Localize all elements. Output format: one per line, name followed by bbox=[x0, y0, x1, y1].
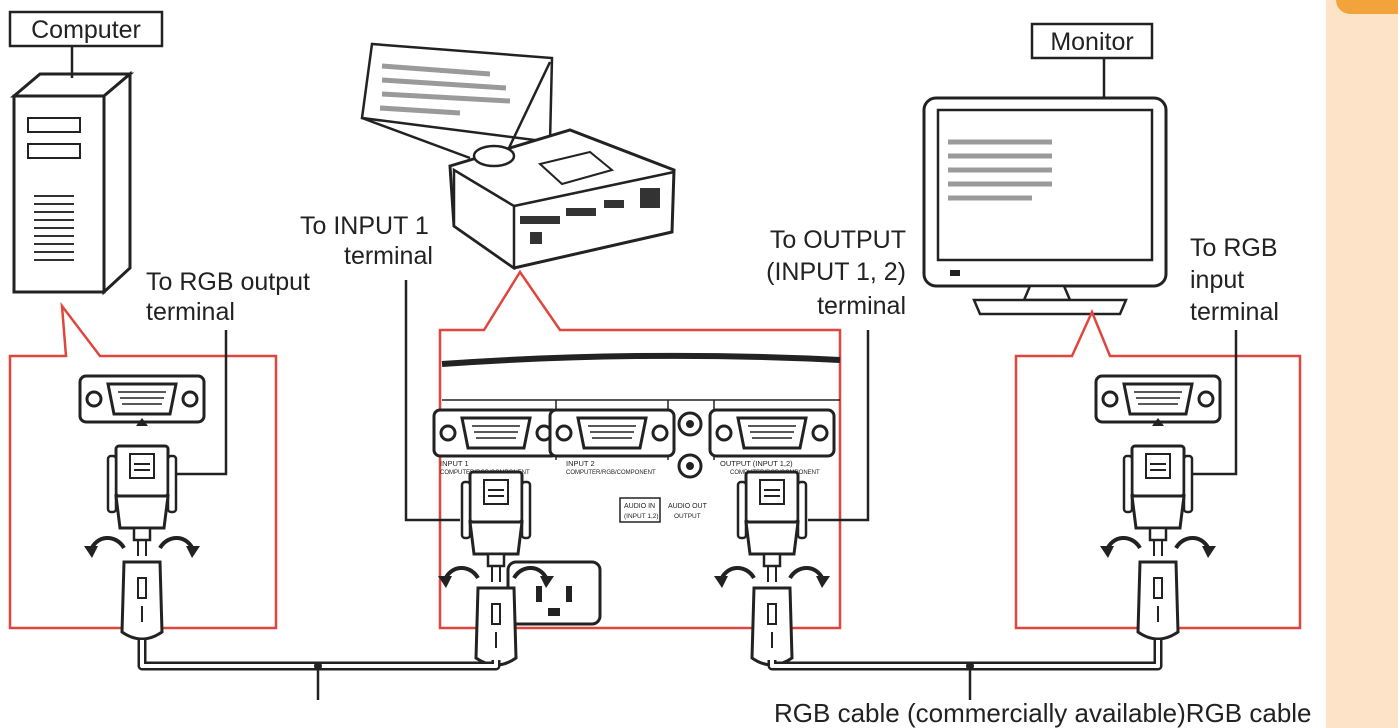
arrow-up-icon bbox=[1152, 418, 1164, 426]
panel-audio-in-sublabel: (INPUT 1,2) bbox=[624, 513, 659, 520]
projector-input1-ferrite bbox=[474, 586, 518, 667]
panel-audio-out-sublabel: OUTPUT bbox=[674, 513, 701, 520]
panel-input2-label: INPUT 2 bbox=[566, 459, 595, 468]
monitor-label-box: Monitor bbox=[1030, 22, 1154, 98]
leader-lines bbox=[176, 280, 1238, 700]
to-rgb-output-label-line2: terminal bbox=[146, 298, 235, 326]
panel-audio-in-label: AUDIO IN bbox=[624, 503, 655, 510]
page-side-band bbox=[1326, 0, 1398, 728]
rgb-cable-right bbox=[767, 640, 1163, 671]
computer-tower-icon bbox=[9, 70, 135, 296]
panel-input2-sublabel: COMPUTER/RGB/COMPONENT bbox=[566, 470, 656, 476]
to-rgb-input-label-line2: input bbox=[1190, 266, 1244, 294]
panel-input1-label: INPUT 1 bbox=[440, 459, 469, 468]
to-output-label-line2: (INPUT 1, 2) bbox=[766, 258, 906, 286]
computer-label: Computer bbox=[31, 16, 141, 44]
computer-label-box: Computer bbox=[8, 10, 164, 78]
to-rgb-input-label-line1: To RGB bbox=[1190, 234, 1278, 262]
monitor-label: Monitor bbox=[1050, 28, 1133, 56]
monitor-icon bbox=[922, 96, 1168, 316]
to-output-label-line3: terminal bbox=[817, 292, 906, 320]
computer-ferrite-core bbox=[120, 560, 164, 641]
projector-icon bbox=[360, 42, 676, 271]
to-input1-label-line2: terminal bbox=[344, 242, 433, 270]
rgb-cable-left bbox=[137, 640, 501, 671]
panel-audio-out-label: AUDIO OUT bbox=[668, 503, 708, 510]
projector-output-ferrite bbox=[750, 586, 794, 667]
panel-output-label: OUTPUT (INPUT 1,2) bbox=[720, 459, 793, 468]
arrow-up-icon bbox=[136, 418, 148, 426]
computer-rgb-port bbox=[78, 374, 206, 424]
to-rgb-input-label-line3: terminal bbox=[1190, 298, 1279, 326]
monitor-rgb-port bbox=[1094, 374, 1222, 424]
to-input1-label-line1: To INPUT 1 bbox=[300, 212, 429, 240]
page-side-tab bbox=[1336, 0, 1398, 14]
callout-labels: To RGB output terminal To INPUT 1 termin… bbox=[146, 212, 1279, 326]
monitor-ferrite-core bbox=[1136, 560, 1180, 641]
to-output-label-line1: To OUTPUT bbox=[770, 226, 906, 254]
to-rgb-output-label-line1: To RGB output bbox=[146, 268, 310, 296]
